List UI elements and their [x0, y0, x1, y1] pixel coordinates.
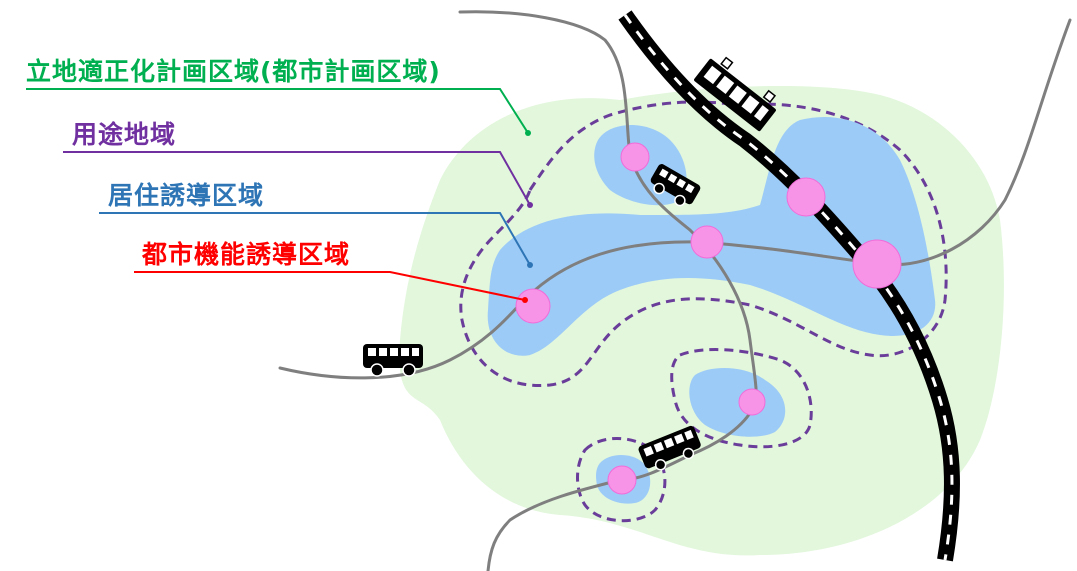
residential-zone-middle: [689, 368, 786, 437]
urban-function-zone: [852, 239, 902, 289]
urban-function-zone: [620, 142, 650, 172]
train-icon: [694, 56, 777, 132]
leader-land-use: [63, 151, 531, 206]
label-land-use-zone: 用途地域: [72, 120, 177, 149]
road-2: [458, 10, 758, 412]
leader-residential: [99, 212, 531, 266]
label-planning-area: 立地適正化計画区域(都市計画区域): [26, 57, 441, 86]
urban-function-zone: [607, 465, 637, 495]
urban-function-zone: [690, 225, 724, 259]
bus-icon: [650, 164, 701, 207]
label-residential-zone: 居住誘導区域: [108, 181, 265, 210]
urban-function-zone: [738, 388, 766, 416]
leader-planning-area: [26, 88, 529, 134]
label-urban-function-zone: 都市機能誘導区域: [142, 240, 351, 269]
urban-function-zone: [515, 288, 551, 324]
bus-icon: [363, 344, 423, 377]
leader-urban-function: [134, 271, 526, 301]
urban-function-zone: [786, 177, 826, 217]
land-use-zone-middle: [670, 348, 813, 449]
bus-icon: [638, 425, 701, 471]
land-use-zone-small: [576, 437, 667, 523]
